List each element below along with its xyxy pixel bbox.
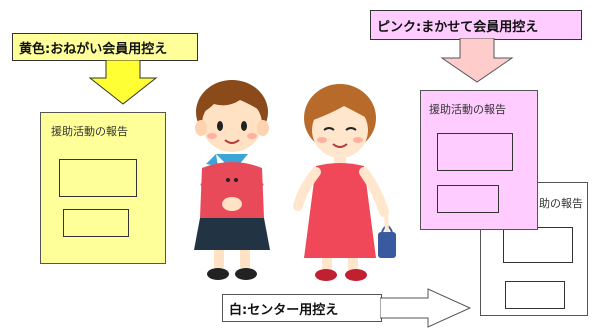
pink-down-arrow-icon (440, 38, 514, 83)
boy-figure-icon (194, 80, 270, 280)
pink-copy-banner: ピンク:まかせて会員用控え (370, 10, 582, 40)
girl-figure-icon (293, 84, 396, 281)
pink-copy-label: ピンク:まかせて会員用控え (377, 19, 539, 35)
yellow-form-field-1 (59, 159, 137, 197)
white-copy-banner: 白:センター用控え (222, 294, 382, 322)
yellow-form-field-2 (63, 209, 129, 237)
pink-form-field-2 (437, 185, 499, 213)
white-form-field-1 (503, 227, 573, 263)
white-form-field-2 (505, 281, 565, 309)
white-report-title: 助の報告 (539, 197, 583, 210)
yellow-report-title: 援助活動の報告 (51, 125, 128, 138)
yellow-copy-label: 黄色:おねがい会員用控え (19, 41, 168, 57)
pink-report-title: 援助活動の報告 (429, 103, 506, 116)
pink-report-form: 援助活動の報告 (420, 90, 538, 230)
yellow-down-arrow-icon (88, 60, 158, 105)
white-copy-label: 白:センター用控え (229, 302, 339, 318)
yellow-copy-banner: 黄色:おねがい会員用控え (12, 33, 198, 61)
white-right-arrow-icon (380, 288, 472, 328)
pink-form-field-1 (437, 133, 513, 171)
yellow-report-form: 援助活動の報告 (40, 112, 166, 264)
